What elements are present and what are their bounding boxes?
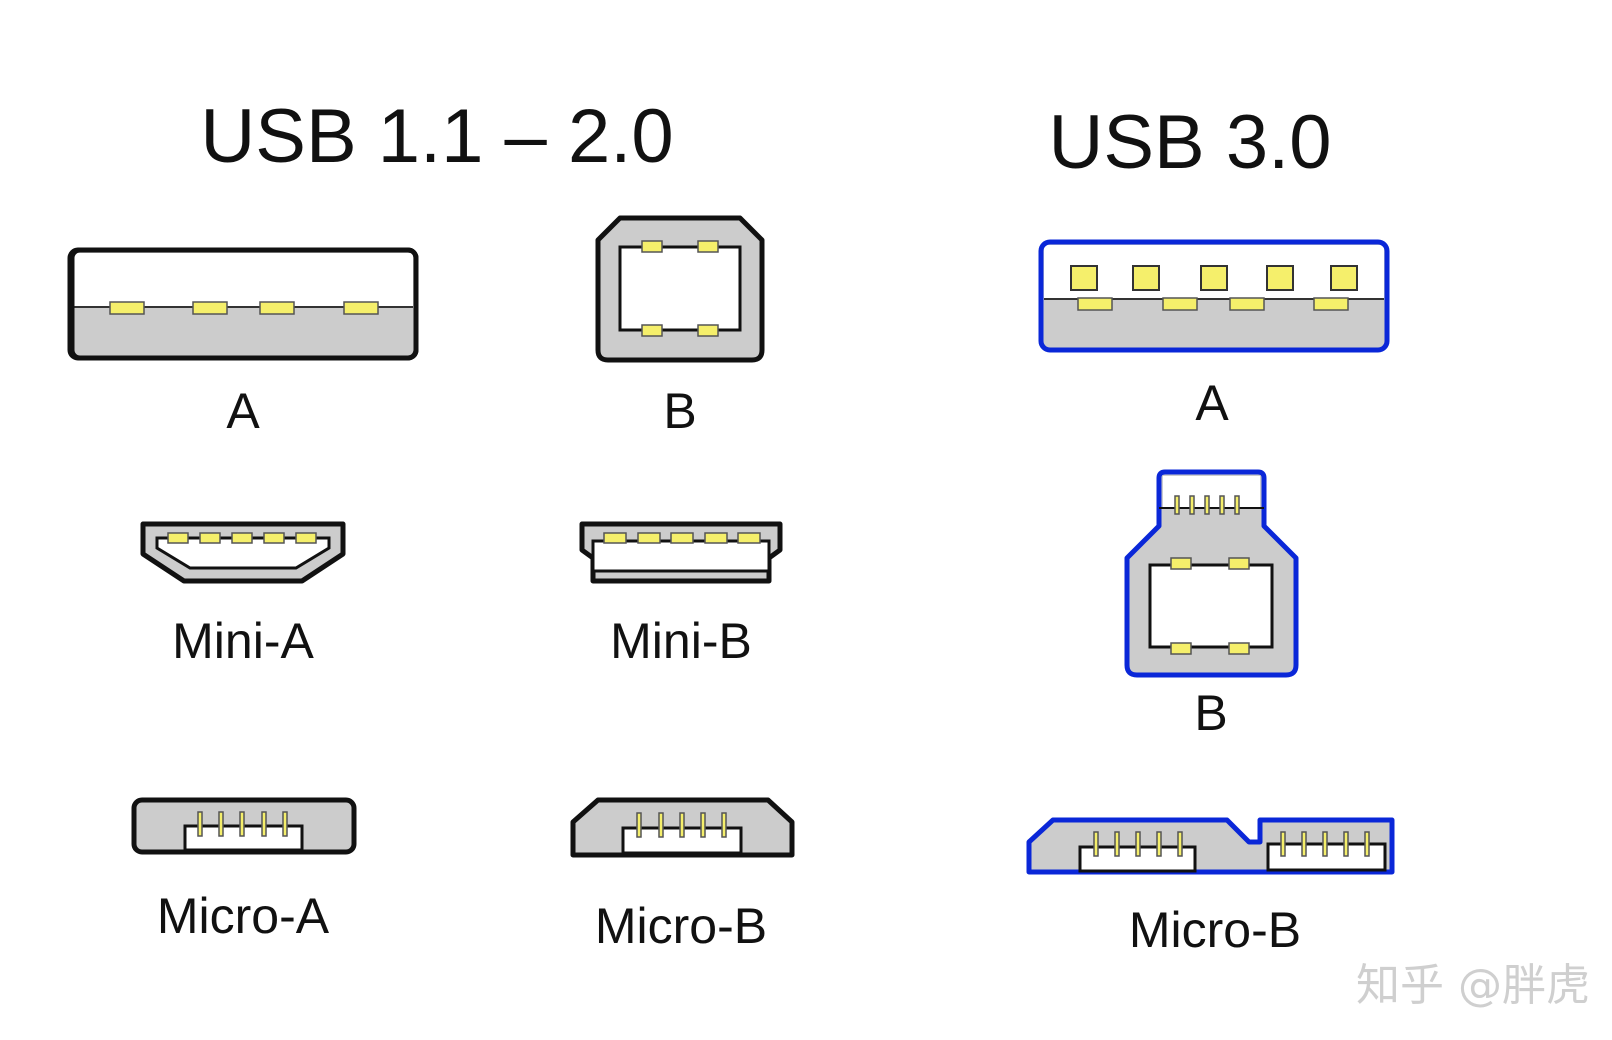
usb2-mini-a-connector [140, 521, 346, 584]
usb3-micro-b-connector [1026, 817, 1395, 875]
label-usb2-micro-a: Micro-A [157, 888, 330, 944]
label-usb3-micro-b: Micro-B [1129, 902, 1301, 958]
label-usb2-mini-a: Mini-A [172, 613, 314, 669]
usb2-micro-b-connector [570, 797, 795, 858]
usb2-type-b-connector [595, 215, 765, 363]
watermark: 知乎 @胖虎 [1356, 960, 1590, 1011]
label-usb2-mini-b: Mini-B [610, 613, 752, 669]
usb2-mini-b-connector [579, 521, 783, 584]
label-usb2-a: A [226, 383, 260, 439]
usb2-type-a-connector [67, 247, 419, 361]
label-usb3-a: A [1195, 375, 1229, 431]
heading-usb2: USB 1.1 – 2.0 [200, 94, 673, 179]
usb2-micro-a-connector [131, 797, 357, 855]
label-usb2-b: B [663, 383, 696, 439]
heading-usb3: USB 3.0 [1048, 100, 1331, 185]
usb3-type-a-connector [1038, 239, 1390, 353]
label-usb2-micro-b: Micro-B [595, 898, 767, 954]
label-usb3-b: B [1194, 685, 1227, 741]
usb3-type-b-connector [1124, 469, 1299, 678]
